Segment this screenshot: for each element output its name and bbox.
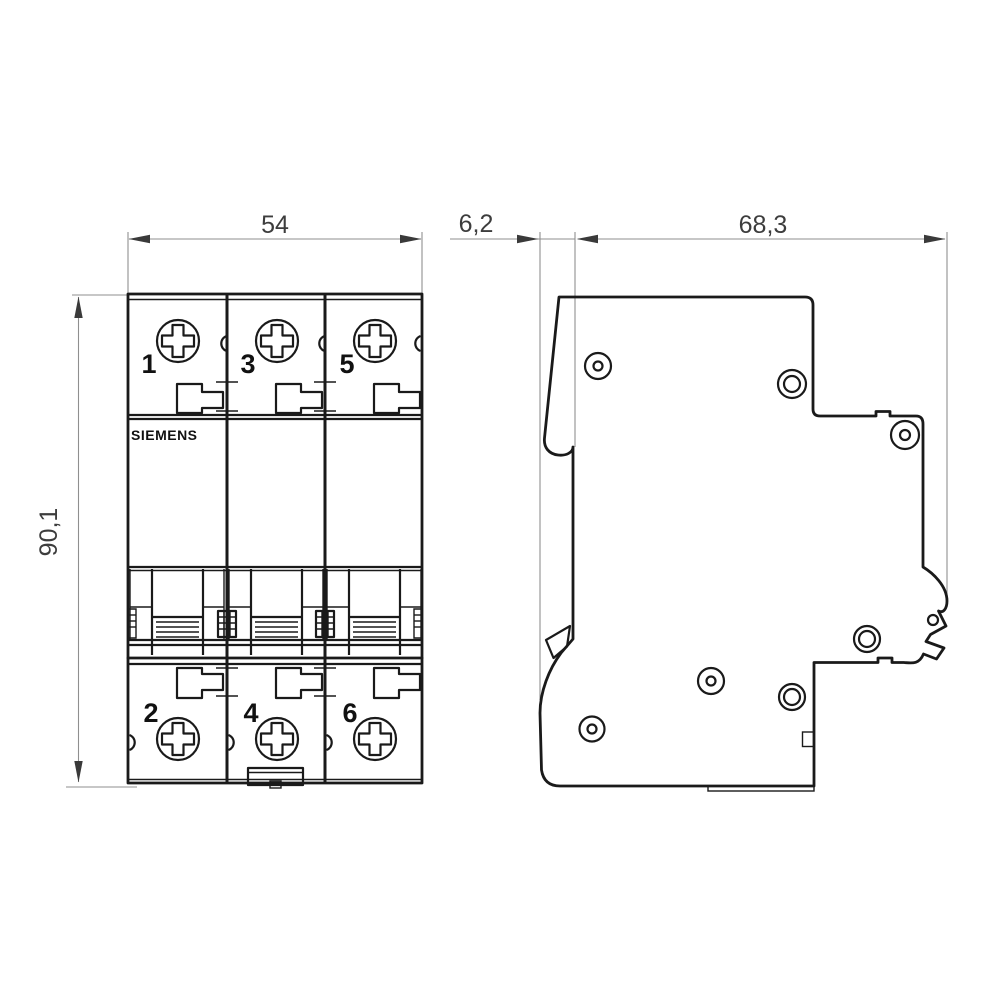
arrowhead [576,234,598,244]
pole-label-3: 3 [240,349,255,379]
side-profile-outline [538,295,949,788]
rivet-inner [782,374,802,394]
rivet-icon [889,419,921,451]
rivet-inner [592,360,604,372]
terminal-opening [274,382,324,415]
terminal-screw-icon [155,318,201,364]
notch [128,733,136,752]
rivet-icon [578,715,606,743]
tie-bar-frame [216,609,238,639]
din-rail-clip [246,766,305,789]
bracket-outline [413,608,422,639]
pole-label-4: 4 [243,698,258,728]
pole-label-1: 1 [141,349,156,379]
rivet-icon [696,666,726,696]
arrowhead [924,234,946,244]
screw-cross-icon [160,323,196,359]
rivet-outer [889,419,921,451]
terminal-opening [372,382,422,415]
pole-column [228,318,324,762]
edge-bracket [413,608,422,639]
terminal-opening [175,666,225,700]
terminal-screw-icon [155,716,201,762]
rivet-icon [776,368,808,400]
clip-body [246,766,305,787]
brand-label: SIEMENS [131,427,198,443]
dim-label-front-width: 54 [261,211,289,239]
screw-cross-icon [259,323,295,359]
pole-label-6: 6 [342,698,357,728]
rivet-outer [696,666,726,696]
terminal-opening [274,666,324,700]
rivet-outer [776,368,808,400]
side-view [538,295,949,792]
rivet-icon [583,351,613,381]
notch [414,334,422,353]
arrowhead [400,234,422,244]
arrowhead [128,234,150,244]
notch [220,334,228,353]
claw-pivot-hole [926,613,940,627]
terminal-screw-icon [352,318,398,364]
breaker-body-outline [126,292,424,785]
rivet-inner [586,723,598,735]
handle-tie-bar [216,609,238,639]
terminal-screw-icon [352,716,398,762]
rivet-inner [782,687,802,707]
terminal-screw-icon [254,318,300,364]
rivet-inner [898,428,912,442]
tie-bar-frame [314,609,336,639]
notch [318,334,326,353]
screw-cross-icon [357,323,393,359]
handle-tie-bar [314,609,336,639]
pole-label-2: 2 [143,698,158,728]
screw-cross-icon [259,721,295,757]
edge-notch [801,731,815,748]
rivet-icon [852,624,882,654]
arrowhead [74,296,83,318]
clip-bottom-edge [707,785,815,792]
rivet-outer [578,715,606,743]
pole-column [326,318,422,762]
pole-label-5: 5 [339,349,354,379]
notch [325,733,333,752]
dim-label-side-depth: 68,3 [739,211,788,239]
clip-tab [269,780,282,789]
snap-claw-tab [544,624,572,660]
terminal-opening [175,382,225,415]
pole-column [129,318,225,762]
rivet-outer [852,624,882,654]
terminal-screw-icon [254,716,300,762]
rivet-icon [777,682,807,712]
dim-label-side-offset: 6,2 [459,210,494,238]
rivet-outer [777,682,807,712]
rivet-outer [583,351,613,381]
rivet-inner [857,629,877,649]
dim-label-front-height: 90,1 [35,508,63,557]
notch [227,733,235,752]
dimension-annotations: 54 6,2 68,3 90,1 [35,210,948,788]
terminal-opening [372,666,422,700]
bracket-outline [128,608,137,639]
edge-bracket [128,608,137,639]
screw-cross-icon [160,721,196,757]
front-view: SIEMENS 1 3 5 2 4 6 [126,292,424,789]
arrowhead [517,234,539,244]
screw-cross-icon [357,721,393,757]
rivet-inner [705,675,717,687]
arrowhead [74,761,83,783]
